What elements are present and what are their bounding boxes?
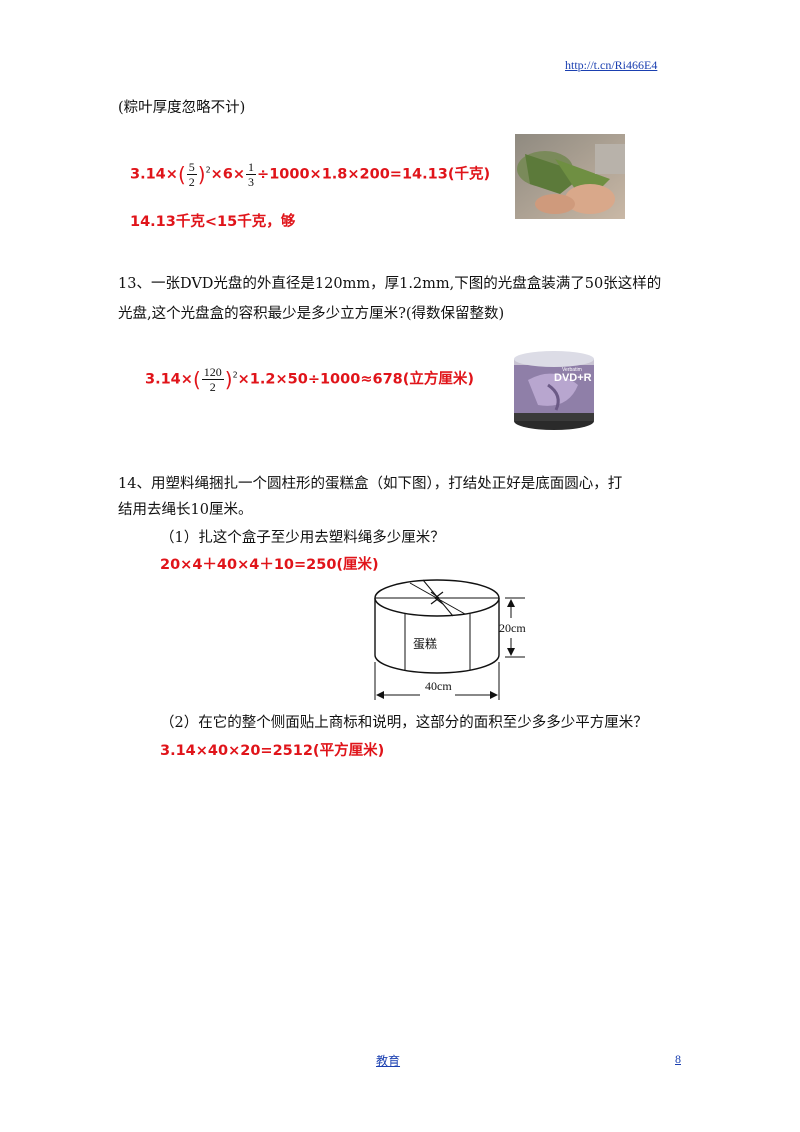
cake-box-diagram: 蛋糕 20cm 40cm [374, 579, 526, 700]
q12-times6: ×6× [210, 166, 246, 183]
q14-sub2: （2）在它的整个侧面贴上商标和说明，这部分的面积至少多多少平方厘米？ [160, 715, 648, 731]
q14-line2: 结用去绳长10厘米。 [118, 502, 253, 518]
footer-link[interactable]: 教育 [376, 1054, 401, 1068]
height-arrowhead-top [507, 599, 515, 607]
width-label: 40cm [425, 679, 452, 693]
power: 2 [205, 165, 211, 175]
q13-line1: 13、一张DVD光盘的外直径是120mm，厚1.2mm,下图的光盘盒装满了50张… [118, 276, 662, 292]
dvd-brand: Verbatim [562, 367, 582, 373]
cylinder-side [374, 598, 500, 674]
knot-icon [430, 591, 444, 605]
q13-line2: 光盘,这个光盘盒的容积最少是多少立方厘米?(得数保留整数) [118, 306, 505, 322]
height-arrowhead-bottom [507, 648, 515, 656]
fraction-denominator: 2 [188, 175, 195, 189]
q14-sub1: （1）扎这个盒子至少用去塑料绳多少厘米？ [160, 530, 445, 546]
zongzi-photo [515, 134, 625, 219]
fraction-numerator: 5 [186, 160, 197, 175]
width-arrowhead-right [490, 691, 498, 699]
q14-answer1: 20×4＋40×4＋10=250(厘米) [160, 557, 379, 573]
open-paren: ( [192, 367, 201, 392]
q14-answer2: 3.14×40×20=2512(平方厘米) [160, 743, 385, 759]
fraction-numerator: 120 [201, 365, 224, 380]
q12-note: (粽叶厚度忽略不计) [118, 100, 246, 116]
header-link[interactable]: http://t.cn/Ri466E4 [565, 58, 658, 72]
fraction-numerator: 1 [246, 160, 257, 175]
height-label: 20cm [499, 621, 526, 635]
q13-formula-suffix: ×1.2×50÷1000≈678(立方厘米) [237, 371, 474, 388]
dvd-label: DVD+R [554, 372, 592, 384]
q12-formula-suffix: ÷1000×1.8×200=14.13(千克) [257, 166, 491, 183]
close-paren: ) [197, 162, 206, 187]
dvd-spindle-image: DVD+R Verbatim [508, 345, 600, 433]
fraction-denominator: 3 [248, 175, 255, 189]
q13-formula-prefix: 3.14× [145, 371, 193, 388]
dvd-spindle-photo: DVD+R Verbatim [508, 345, 600, 433]
fraction-denominator: 2 [209, 380, 216, 394]
cake-label: 蛋糕 [413, 637, 437, 651]
q14-line1: 14、用塑料绳捆扎一个圆柱形的蛋糕盒（如下图），打结处正好是底面圆心，打 [118, 476, 623, 492]
power: 2 [232, 370, 238, 380]
q12-formula-prefix: 3.14× [130, 166, 178, 183]
page-number: 8 [675, 1052, 681, 1066]
width-arrowhead-left [376, 691, 384, 699]
zongzi-image [515, 134, 625, 219]
close-paren: ) [224, 367, 233, 392]
q12-conclusion: 14.13千克<15千克，够 [130, 214, 296, 230]
open-paren: ( [177, 162, 186, 187]
